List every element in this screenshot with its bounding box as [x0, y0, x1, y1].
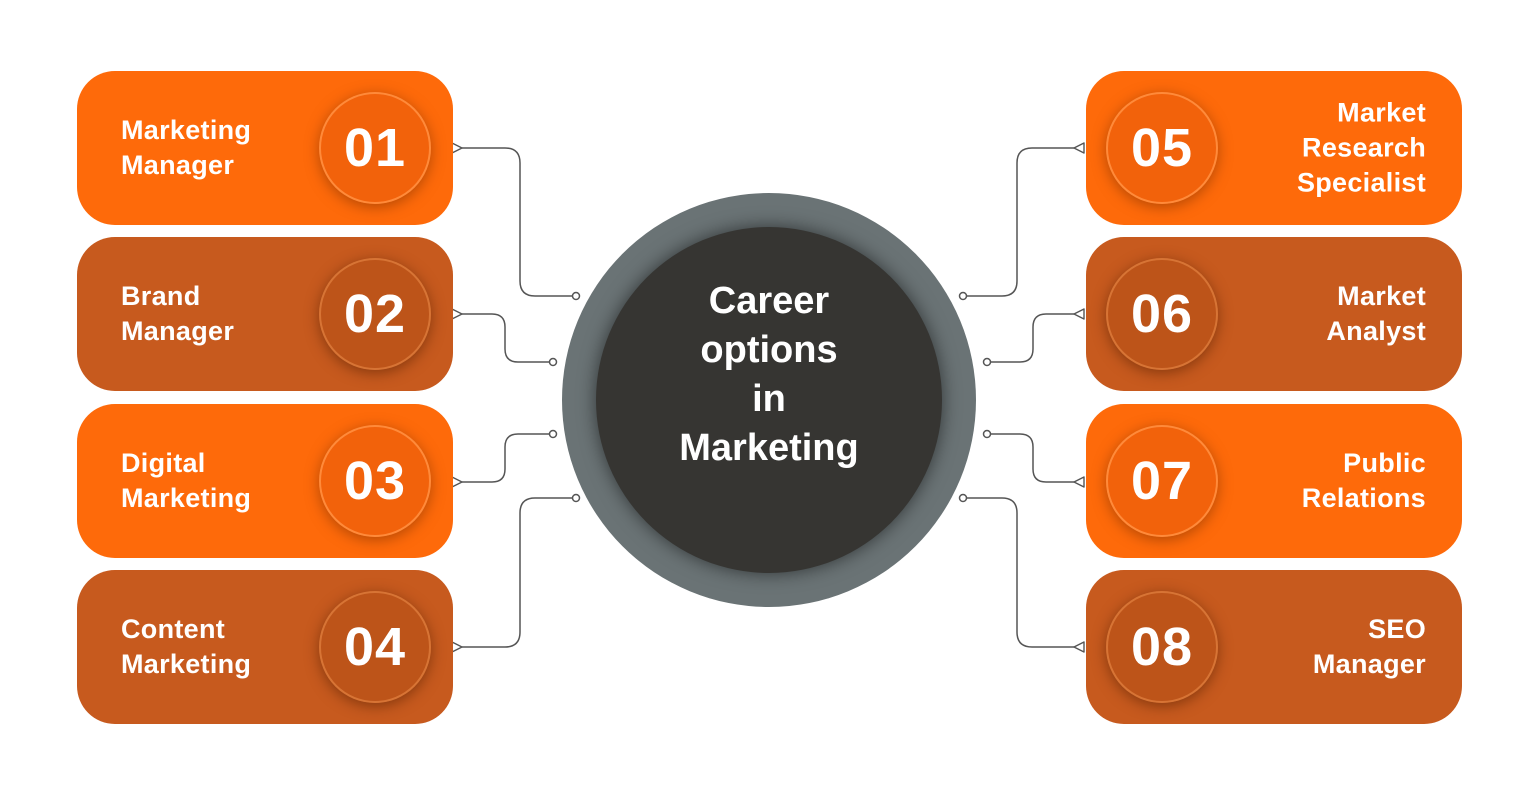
career-card-01: Marketing Manager 01	[77, 71, 453, 225]
connector-dot	[982, 429, 992, 439]
career-card-07: 07 Public Relations	[1086, 404, 1462, 558]
career-label: Market Analyst	[1326, 281, 1426, 346]
connector-dot	[958, 493, 968, 503]
career-number-badge: 02	[319, 258, 431, 370]
connector-05	[966, 142, 1085, 297]
career-number-badge: 08	[1106, 591, 1218, 703]
career-number-badge: 03	[319, 425, 431, 537]
career-card-03: Digital Marketing 03	[77, 404, 453, 558]
connector-02	[451, 308, 550, 363]
career-label: SEO Manager	[1312, 614, 1426, 679]
career-number-badge: 06	[1106, 258, 1218, 370]
connector-dot	[982, 357, 992, 367]
career-number-badge: 01	[319, 92, 431, 204]
career-label: Marketing Manager	[121, 115, 252, 180]
career-label: Content Marketing	[121, 614, 252, 679]
connector-01	[451, 142, 573, 297]
connector-03	[451, 433, 550, 488]
connector-dot	[958, 291, 968, 301]
connector-08	[966, 497, 1085, 653]
career-label: Brand Manager	[121, 281, 235, 346]
career-label: Market Research Specialist	[1296, 97, 1426, 198]
connector-dot	[571, 493, 581, 503]
connector-06	[990, 308, 1085, 363]
connector-07	[990, 433, 1085, 488]
career-number-badge: 07	[1106, 425, 1218, 537]
career-card-02: Brand Manager 02	[77, 237, 453, 391]
career-number-badge: 05	[1106, 92, 1218, 204]
hub-title: Career options in Marketing	[679, 280, 859, 469]
career-card-06: 06 Market Analyst	[1086, 237, 1462, 391]
career-number-badge: 04	[319, 591, 431, 703]
career-card-04: Content Marketing 04	[77, 570, 453, 724]
connector-dot	[548, 357, 558, 367]
connector-04	[451, 497, 573, 653]
career-label: Public Relations	[1301, 448, 1426, 513]
connector-dot	[571, 291, 581, 301]
connector-dot	[548, 429, 558, 439]
hub-core	[596, 227, 942, 573]
career-card-08: 08 SEO Manager	[1086, 570, 1462, 724]
career-card-05: 05 Market Research Specialist	[1086, 71, 1462, 225]
career-label: Digital Marketing	[121, 448, 252, 513]
